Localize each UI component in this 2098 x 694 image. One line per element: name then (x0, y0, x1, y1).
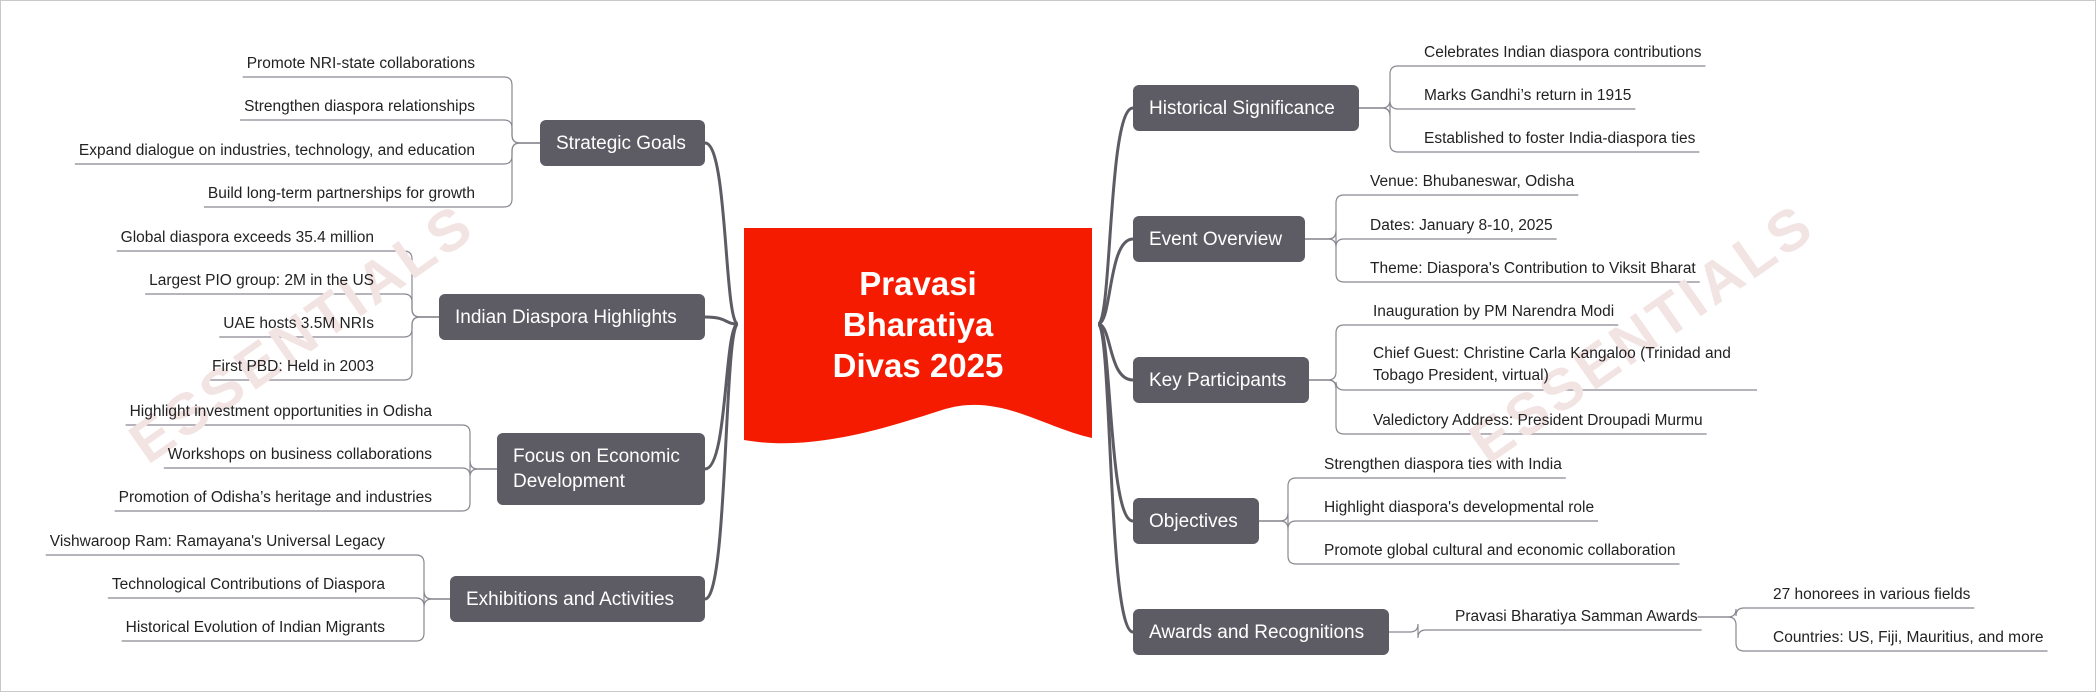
central-topic-shape (744, 228, 1092, 444)
leaf-connector (1259, 520, 1680, 565)
leaf-odisha-heritage: Promotion of Odisha’s heritage and indus… (118, 489, 432, 506)
leaf-valedictory: Valedictory Address: President Droupadi … (1373, 412, 1703, 429)
branch-label: Key Participants (1149, 369, 1287, 391)
branch-awards[interactable]: Awards and Recognitions (1133, 609, 1389, 655)
leaf-strengthen-relationships: Strengthen diaspora relationships (244, 98, 475, 115)
branch-diaspora-highlights[interactable]: Indian Diaspora Highlights (439, 294, 705, 340)
leaf-27-honorees: 27 honorees in various fields (1773, 586, 1971, 603)
branch-event-overview[interactable]: Event Overview (1133, 216, 1305, 262)
leaf-nri-state: Promote NRI-state collaborations (246, 55, 475, 72)
leaf-connector (208, 316, 439, 381)
leaf-migrants-evolution: Historical Evolution of Indian Migrants (125, 619, 385, 636)
leaf-connector (1309, 324, 1619, 381)
leaf-gandhi-return: Marks Gandhi’s return in 1915 (1424, 87, 1632, 104)
branch-exhibitions[interactable]: Exhibitions and Activities (450, 576, 705, 622)
leaf-35-million: Global diaspora exceeds 35.4 million (120, 229, 374, 246)
branch-label: Historical Significance (1149, 97, 1335, 119)
leaf-connector (121, 598, 450, 642)
leaf-largest-pio: Largest PIO group: 2M in the US (149, 272, 374, 289)
branch-label: Strategic Goals (556, 132, 686, 154)
branch-label: Exhibitions and Activities (466, 588, 675, 610)
branch-label: Objectives (1149, 510, 1238, 532)
leaf-tech-contributions: Technological Contributions of Diaspora (111, 576, 385, 593)
leaf-expand-dialogue: Expand dialogue on industries, technolog… (78, 142, 475, 159)
leaf-global-collaboration: Promote global cultural and economic col… (1324, 542, 1676, 559)
branch-connector (1097, 322, 1134, 382)
leaf-samman-awards: Pravasi Bharatiya Samman Awards (1455, 608, 1698, 625)
branch-label: Indian Diaspora Highlights (455, 306, 677, 328)
leaf-workshops: Workshops on business collaborations (167, 446, 432, 463)
leaf-dates: Dates: January 8-10, 2025 (1370, 217, 1553, 234)
leaf-connector (145, 293, 439, 318)
leaf-theme: Theme: Diaspora's Contribution to Viksit… (1370, 260, 1696, 277)
branch-strategic-goals[interactable]: Strategic Goals (540, 120, 705, 166)
leaf-connector (1259, 512, 1599, 530)
leaf-celebrates-diaspora: Celebrates Indian diaspora contributions (1424, 44, 1702, 61)
branch-label: Awards and Recognitions (1149, 621, 1365, 643)
branch-connector (704, 141, 740, 326)
leaf-foster-ties: Established to foster India-diaspora tie… (1424, 130, 1696, 147)
branch-key-participants[interactable]: Key Participants (1133, 357, 1309, 403)
leaf-connector (203, 142, 540, 208)
central-topic-title: Pravasi Bharatiya Divas 2025 (832, 264, 1004, 384)
leaf-connector (1305, 238, 1700, 283)
leaf-connector (240, 119, 540, 144)
branch-historical-significance[interactable]: Historical Significance (1133, 85, 1359, 131)
leaf-connector (114, 468, 497, 512)
branch-label: Event Overview (1149, 228, 1283, 250)
branch-connector (1096, 106, 1134, 326)
leaf-uae-nris: UAE hosts 3.5M NRIs (223, 315, 374, 332)
leaf-first-pbd: First PBD: Held in 2003 (212, 358, 374, 375)
leaf-connector (1359, 107, 1700, 153)
branch-objectives[interactable]: Objectives (1133, 498, 1259, 544)
leaf-connector (163, 460, 497, 477)
leaf-connector (1305, 230, 1557, 248)
leaf-investment-odisha: Highlight investment opportunities in Od… (129, 403, 432, 420)
branch-connector (704, 322, 740, 601)
central-topic[interactable]: Pravasi Bharatiya Divas 2025 (744, 228, 1092, 420)
leaf-connector (1697, 616, 2048, 652)
leaf-countries: Countries: US, Fiji, Mauritius, and more (1773, 629, 2044, 646)
leaf-long-term-partnerships: Build long-term partnerships for growth (207, 185, 475, 202)
branch-connector (1097, 237, 1134, 326)
leaf-venue: Venue: Bhubaneswar, Odisha (1370, 173, 1575, 190)
branch-label: Focus on Economic Development (513, 446, 680, 492)
leaf-chief-guest: Chief Guest: Christine Carla Kangaloo (T… (1373, 345, 1731, 384)
leaf-inauguration: Inauguration by PM Narendra Modi (1373, 303, 1615, 320)
branch-connector (1096, 322, 1134, 634)
leaf-connector (1359, 65, 1706, 109)
leaf-connector (1309, 379, 1707, 435)
branch-connector (704, 315, 739, 326)
leaf-developmental-role: Highlight diaspora's developmental role (1324, 499, 1595, 516)
leaf-connector (107, 590, 450, 607)
leaf-connector (1389, 623, 1702, 639)
leaf-strengthen-ties: Strengthen diaspora ties with India (1324, 456, 1562, 473)
leaf-connector (1697, 607, 1975, 618)
leaf-vishwaroop-ram: Vishwaroop Ram: Ramayana's Universal Leg… (49, 533, 385, 550)
branch-economic-development[interactable]: Focus on Economic Development (497, 433, 705, 505)
